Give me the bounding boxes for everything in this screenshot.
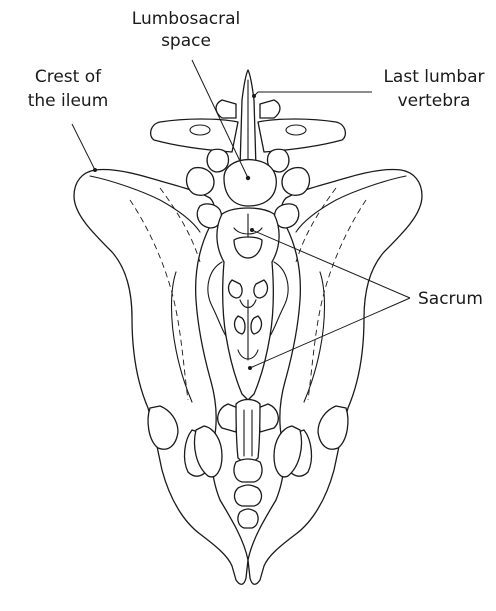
sacrum-marker-upper xyxy=(250,228,254,232)
crest-of-ileum-label-line2: the ileum xyxy=(28,91,109,111)
crest-of-ileum-label-line1: Crest of xyxy=(35,67,102,87)
lumbosacral-space-label-line2: space xyxy=(161,31,211,51)
lumbosacral-space-marker xyxy=(246,176,250,180)
last-lumbar-vertebra-label-line2: vertebra xyxy=(398,91,471,111)
last-lumbar-vertebra-label-line1: Last lumbar xyxy=(383,67,484,87)
last-lumbar-vertebra-marker xyxy=(252,94,256,98)
lumbosacral-space-label-line1: Lumbosacral xyxy=(132,9,240,29)
sacrum-marker-lower xyxy=(248,366,252,370)
last-lumbar-vertebra xyxy=(151,70,346,172)
sacrum-label: Sacrum xyxy=(418,289,483,309)
crest-of-ileum-marker xyxy=(93,168,97,172)
caudal-vertebrae xyxy=(218,400,279,529)
